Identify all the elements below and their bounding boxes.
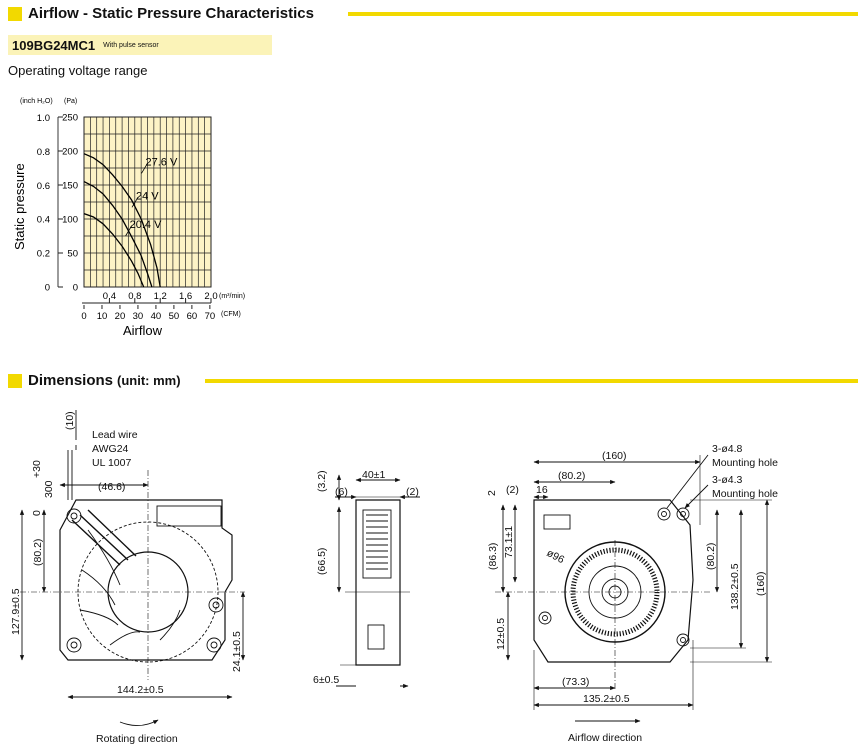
x-unit-cfm: (CFM) — [221, 311, 241, 318]
model-note: With pulse sensor — [103, 41, 159, 49]
y-unit-inch: (inch H₂O) — [20, 98, 53, 105]
back-d802-right: (80.2) — [705, 543, 717, 570]
series-leader — [125, 225, 132, 237]
x-tick-label-cfm: 70 — [205, 311, 216, 322]
x-unit-m3: (m³/min) — [219, 293, 245, 300]
back-d135: 135.2±0.5 — [583, 693, 630, 705]
back-d160-right: (160) — [755, 571, 767, 596]
y-tick-label-inch: 0.6 — [37, 181, 50, 192]
y-unit-pa: (Pa) — [64, 98, 77, 105]
model-name: 109BG24MC1 — [12, 37, 96, 53]
section-dimensions-header: Dimensions (unit: mm) — [8, 372, 181, 389]
section-airflow-header: Airflow - Static Pressure Characteristic… — [8, 5, 314, 22]
side-d32: (3.2) — [316, 470, 328, 492]
x-tick-label-m3: 2.0 — [204, 291, 217, 302]
front-lead-2: AWG24 — [92, 443, 129, 455]
side-d665: (66.5) — [316, 548, 328, 575]
front-lead-3: UL 1007 — [92, 457, 131, 469]
front-lead-1: Lead wire — [92, 429, 138, 441]
dimensions-unit: (unit: mm) — [117, 373, 181, 388]
front-d300b: 300 — [43, 480, 55, 498]
back-d160-top: (160) — [602, 450, 627, 462]
y-tick-label-pa: 50 — [67, 249, 78, 260]
back-phi96: ø96 — [545, 547, 567, 566]
side-view — [335, 474, 420, 686]
series-leader — [131, 197, 139, 208]
y-tick-label-inch: 0 — [45, 283, 50, 294]
front-view — [19, 410, 246, 726]
y-tick-label-pa: 0 — [73, 283, 78, 294]
front-d24: 24.1±0.5 — [231, 631, 243, 672]
series-group: 27.6 V 24 V 20.4 V — [83, 153, 178, 288]
back-d733: (73.3) — [562, 676, 589, 688]
section-marker-icon — [8, 373, 22, 388]
x-tick-label-m3: 1.2 — [154, 291, 167, 302]
back-d802-top: (80.2) — [558, 470, 585, 482]
dimensions-title: Dimensions — [28, 372, 114, 389]
plot-grid — [84, 117, 211, 287]
back-d731: 73.1±1 — [503, 526, 515, 558]
side-d6b: 6±0.5 — [313, 674, 339, 686]
airflow-direction: Airflow direction — [568, 732, 642, 744]
front-d46: (46.6) — [98, 481, 125, 493]
x-tick-label-m3: 0.8 — [128, 291, 141, 302]
airflow-pressure-chart: 27.6 V24 V20.4 V 05010015020025000.20.40… — [12, 98, 245, 338]
model-bar: 109BG24MC1 With pulse sensor — [8, 35, 272, 55]
front-d10: (10) — [64, 411, 76, 430]
back-m1: 3-ø4.8 — [712, 443, 743, 455]
x-tick-label-cfm: 10 — [97, 311, 108, 322]
series-line-0 — [83, 153, 161, 288]
x-tick-label-cfm: 0 — [81, 311, 86, 322]
series-leader — [141, 163, 148, 174]
y-tick-label-inch: 1.0 — [37, 113, 50, 124]
back-d2b: (2) — [506, 484, 519, 496]
dimension-drawings: (10) Lead wire AWG24 UL 1007 +30 300 0 (… — [10, 410, 778, 745]
series-label-2: 20.4 V — [130, 219, 162, 231]
y-tick-label-inch: 0.4 — [37, 215, 50, 226]
x-tick-label-cfm: 40 — [151, 311, 162, 322]
x-tick-label-cfm: 60 — [187, 311, 198, 322]
back-m2b: Mounting hole — [712, 488, 778, 500]
y-tick-label-inch: 0.2 — [37, 249, 50, 260]
back-d12: 12±0.5 — [495, 618, 507, 650]
x-tick-label-cfm: 30 — [133, 311, 144, 322]
back-d138: 138.2±0.5 — [729, 563, 741, 610]
rotating-direction: Rotating direction — [96, 733, 178, 745]
x-tick-label-cfm: 20 — [115, 311, 126, 322]
back-m1b: Mounting hole — [712, 457, 778, 469]
front-d127: 127.9±0.5 — [10, 588, 22, 635]
front-d144: 144.2±0.5 — [117, 684, 164, 696]
series-line-2 — [83, 212, 145, 288]
side-d40: 40±1 — [362, 469, 385, 481]
y-tick-label-pa: 100 — [62, 215, 78, 226]
y-tick-label-pa: 250 — [62, 113, 78, 124]
front-d80: (80.2) — [32, 539, 44, 566]
section-rule — [205, 379, 858, 383]
operating-voltage-label: Operating voltage range — [8, 63, 148, 78]
series-label-0: 27.6 V — [146, 156, 178, 168]
x-tick-label-cfm: 50 — [169, 311, 180, 322]
y-tick-label-inch: 0.8 — [37, 147, 50, 158]
section-rule — [348, 12, 858, 16]
back-d863: (86.3) — [487, 543, 499, 570]
back-m2: 3-ø4.3 — [712, 474, 743, 486]
back-view — [495, 454, 772, 724]
back-d2a: 2 — [486, 490, 498, 496]
section-title: Airflow - Static Pressure Characteristic… — [28, 5, 314, 22]
section-marker-icon — [8, 6, 22, 21]
x-tick-label-m3: 1.6 — [179, 291, 192, 302]
y-axis-label: Static pressure — [12, 163, 27, 250]
x-tick-label-m3: 0.4 — [103, 291, 116, 302]
front-d300a: +30 — [31, 460, 43, 478]
side-d2: (2) — [406, 486, 419, 498]
y-tick-label-pa: 150 — [62, 181, 78, 192]
x-axis-label: Airflow — [123, 323, 163, 338]
front-d300c: 0 — [31, 510, 43, 516]
side-d6: (6) — [335, 486, 348, 498]
back-d16: 16 — [536, 484, 548, 496]
series-label-1: 24 V — [136, 190, 159, 202]
y-tick-label-pa: 200 — [62, 147, 78, 158]
